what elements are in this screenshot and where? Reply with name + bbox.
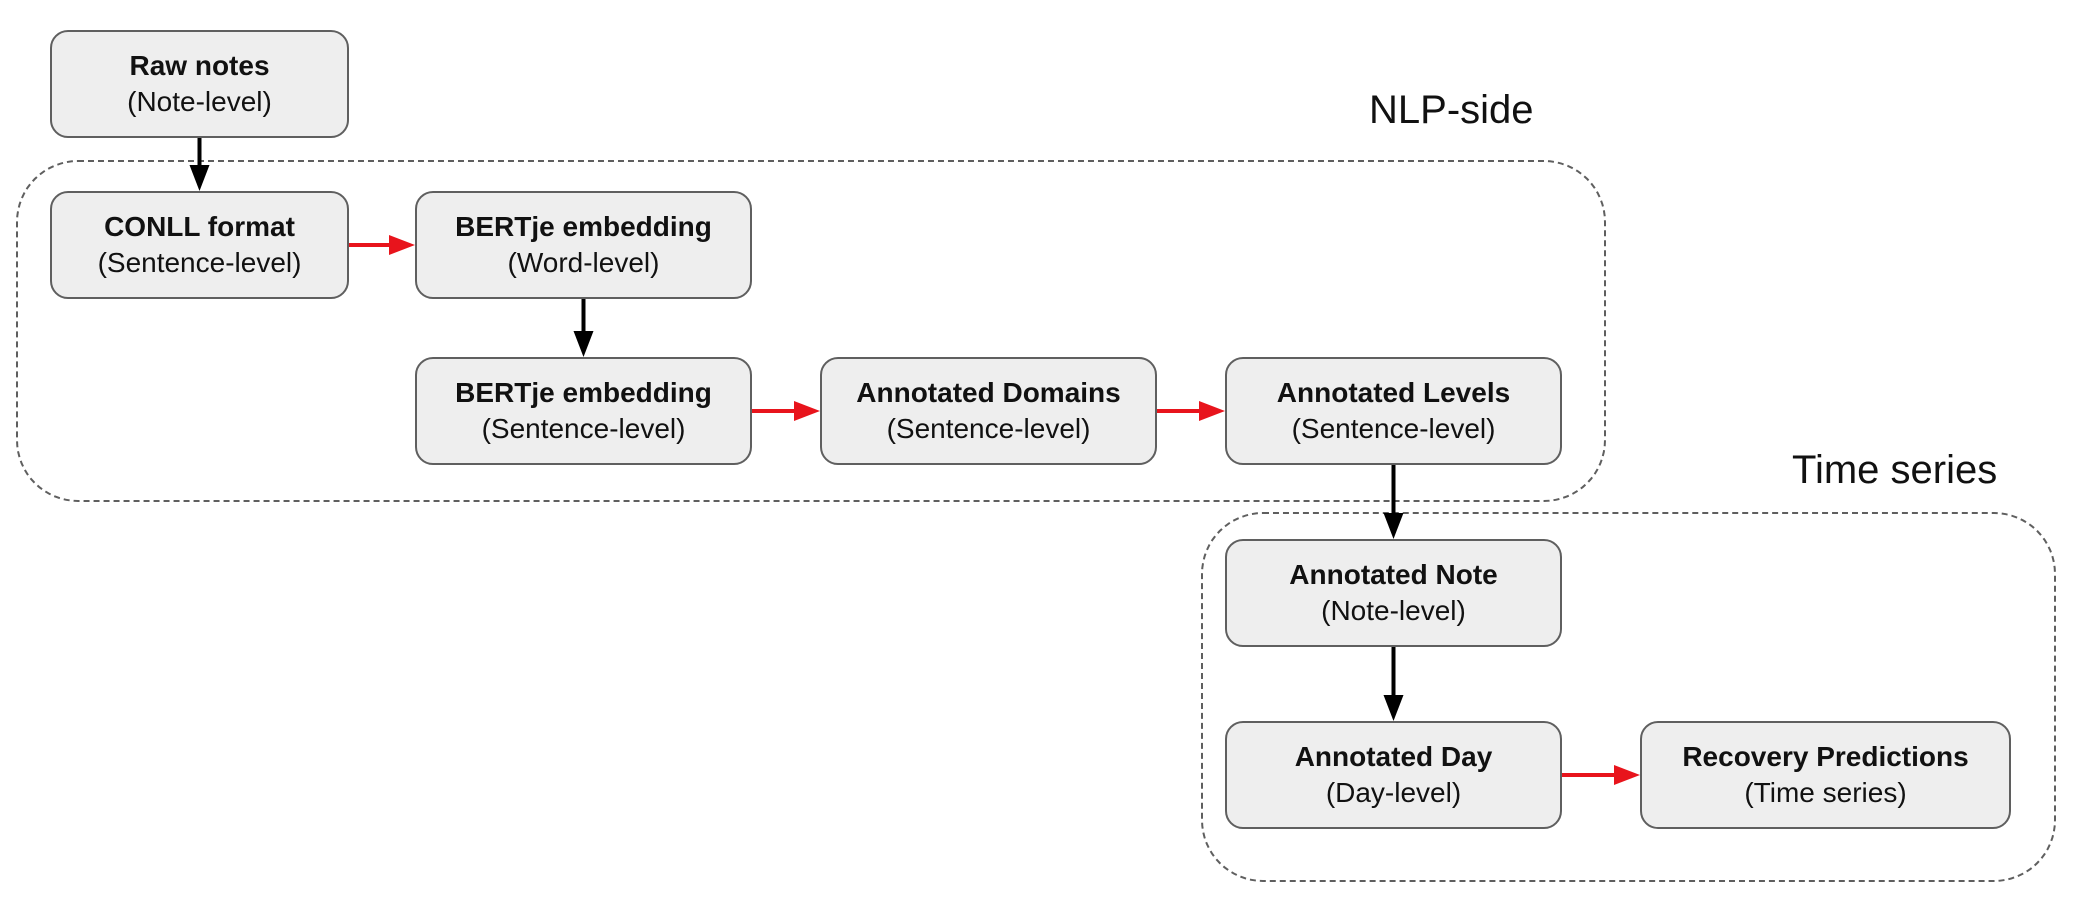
- bertje-word-embedding-title: BERTje embedding: [455, 211, 712, 242]
- bertje-sentence-embedding-level: (Sentence-level): [481, 413, 686, 444]
- bertje-word-embedding-node: BERTje embedding (Word-level): [415, 191, 752, 299]
- arrowhead-annotated_day-to-recovery_predictions: [1614, 765, 1640, 785]
- annotated-domains-level: (Sentence-level): [886, 413, 1091, 444]
- time-series-group-label: Time series: [1792, 448, 1998, 492]
- recovery-predictions-title: Recovery Predictions: [1682, 741, 1969, 772]
- conll-format-level: (Sentence-level): [97, 247, 302, 278]
- arrowhead-conll-to-bertje_word: [389, 235, 415, 255]
- annotated-day-title: Annotated Day: [1294, 741, 1493, 772]
- annotated-day-level: (Day-level): [1325, 777, 1462, 808]
- bertje-word-embedding-level: (Word-level): [507, 247, 660, 278]
- conll-format-node: CONLL format (Sentence-level): [50, 191, 349, 299]
- arrowhead-annotated_note-to-annotated_day: [1383, 695, 1404, 721]
- raw-notes-level: (Note-level): [127, 86, 272, 117]
- annotated-levels-node: Annotated Levels (Sentence-level): [1225, 357, 1562, 465]
- annotated-levels-level: (Sentence-level): [1291, 413, 1496, 444]
- annotated-levels-title: Annotated Levels: [1276, 377, 1511, 408]
- annotated-note-level: (Note-level): [1321, 595, 1466, 626]
- raw-notes-title: Raw notes: [129, 50, 270, 81]
- raw-notes-node: Raw notes (Note-level): [50, 30, 349, 138]
- arrowhead-annotated_domains-to-annotated_levels: [1199, 401, 1225, 421]
- bertje-sentence-embedding-node: BERTje embedding (Sentence-level): [415, 357, 752, 465]
- bertje-sentence-embedding-title: BERTje embedding: [455, 377, 712, 408]
- arrowhead-raw_notes-to-conll: [189, 165, 210, 191]
- nlp-side-group: [16, 160, 1606, 502]
- arrowhead-bertje_sentence-to-annotated_domains: [794, 401, 820, 421]
- annotated-note-node: Annotated Note (Note-level): [1225, 539, 1562, 647]
- arrowhead-bertje_word-to-bertje_sentence: [573, 331, 594, 357]
- annotated-domains-title: Annotated Domains: [856, 377, 1121, 408]
- annotated-domains-node: Annotated Domains (Sentence-level): [820, 357, 1157, 465]
- recovery-predictions-level: (Time series): [1744, 777, 1907, 808]
- annotated-day-node: Annotated Day (Day-level): [1225, 721, 1562, 829]
- nlp-side-group-label: NLP-side: [1369, 88, 1534, 132]
- arrowhead-annotated_levels-to-annotated_note: [1383, 513, 1404, 539]
- time-series-group: [1201, 512, 2056, 882]
- recovery-predictions-node: Recovery Predictions (Time series): [1640, 721, 2011, 829]
- annotated-note-title: Annotated Note: [1289, 559, 1498, 590]
- conll-format-title: CONLL format: [104, 211, 295, 242]
